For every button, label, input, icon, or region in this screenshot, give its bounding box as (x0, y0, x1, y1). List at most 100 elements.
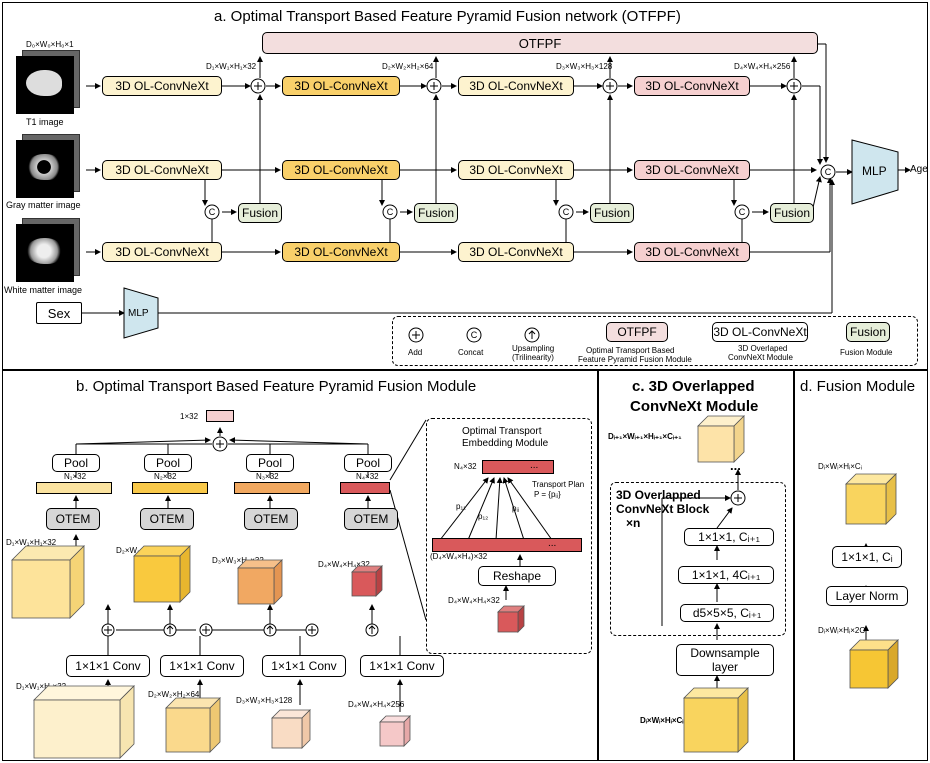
age-label: Age (910, 164, 928, 175)
panel-d-out-dim: Dᵢ×Wᵢ×Hᵢ×Cᵢ (818, 462, 862, 471)
ol-block-r3-c1: 3D OL-ConvNeXt (102, 242, 222, 262)
mlp-label: MLP (862, 164, 887, 178)
legend-ol-desc1: 3D Overlaped (738, 344, 788, 353)
panel-c-block-title-1: 3D Overlapped (616, 488, 701, 502)
conv-3: 1×1×1 Conv (262, 655, 346, 677)
otem-1: OTEM (46, 508, 100, 530)
dim-label-3: D₃×W₃×H₃×128 (556, 62, 613, 71)
otem-4: OTEM (344, 508, 398, 530)
conv-4: 1×1×1 Conv (360, 655, 444, 677)
fusion-block-4: Fusion (770, 203, 814, 223)
otem-p12: p₁₂ (478, 512, 489, 521)
dim-label-0: D₀×W₀×H₀×1 (26, 40, 74, 49)
legend-concat: Concat (458, 348, 484, 357)
panel-c-down-1: Downsample (690, 646, 760, 660)
panel-c-title-2: ConvNeXt Module (630, 398, 759, 415)
ol-block-r1-c3: 3D OL-ConvNeXt (458, 76, 574, 96)
ol-block-r2-c4: 3D OL-ConvNeXt (634, 160, 750, 180)
legend-fusion-box: Fusion (846, 322, 890, 342)
panel-b-title: b. Optimal Transport Based Feature Pyram… (76, 378, 477, 395)
pool-3: Pool (246, 454, 294, 472)
feat-vector-2 (132, 482, 208, 494)
reshape-box: Reshape (478, 566, 556, 586)
legend-upsampling-sub: (Trilinearity) (512, 353, 554, 362)
otem-p11: p₁₁ (456, 502, 466, 511)
pool-4: Pool (344, 454, 392, 472)
panel-c (598, 370, 794, 761)
panel-b (2, 370, 598, 761)
feat-dim-4: D₄×W₄×H₄×32 (318, 560, 370, 569)
gray-matter-brain-image (16, 140, 74, 198)
ol-block-r2-c2: 3D OL-ConvNeXt (282, 160, 400, 180)
dim-label-2: D₂×W₂×H₂×64 (382, 62, 434, 71)
fusion-block-3: Fusion (590, 203, 634, 223)
pool-1: Pool (52, 454, 100, 472)
panel-c-block-n: ×n (626, 516, 641, 530)
panel-c-block-box (610, 482, 786, 636)
gm-image-label: Gray matter image (6, 200, 81, 210)
panel-d-title: d. Fusion Module (800, 378, 916, 395)
legend-ol-desc2: ConvNeXt Module (728, 353, 793, 362)
ol-block-r3-c4: 3D OL-ConvNeXt (634, 242, 750, 262)
panel-c-layer-2: 1×1×1, 4Cᵢ₊₁ (678, 566, 774, 584)
panel-c-layer-3: d5×5×5, Cᵢ₊₁ (680, 604, 774, 622)
conv-2: 1×1×1 Conv (160, 655, 244, 677)
otem-pij: pᵢⱼ (512, 504, 520, 513)
legend-fusion-desc: Fusion Module (840, 348, 893, 357)
sex-input-box: Sex (36, 302, 82, 324)
otem-in-dim: D₄×W₄×H₄×32 (448, 596, 500, 605)
feat-dim-2: D₂×W₂×H₂×32 (116, 546, 168, 555)
otem-p-label: P = {pᵢⱼ} (534, 490, 561, 499)
otem-3: OTEM (244, 508, 298, 530)
otem-2: OTEM (140, 508, 194, 530)
panel-c-in-dim: Dᵢ×Wᵢ×Hᵢ×Cᵢ (640, 716, 684, 725)
panel-c-down-2: layer (711, 660, 738, 674)
otem-flat-dots: ... (548, 538, 557, 549)
n-dim-3: N₃×32 (256, 472, 279, 481)
in-dim-3: D₃×W₃×H₃×128 (236, 696, 293, 705)
dim-label-1: D₁×W₁×H₁×32 (206, 62, 257, 71)
panel-d (794, 370, 928, 761)
otem-flat-vector (432, 538, 582, 552)
n-dim-4: N₄×32 (356, 472, 379, 481)
ol-block-r1-c1: 3D OL-ConvNeXt (102, 76, 222, 96)
ol-block-r2-c3: 3D OL-ConvNeXt (458, 160, 574, 180)
legend-ol-box: 3D OL-ConvNeXt (712, 322, 808, 342)
n-dim-2: N₂×32 (154, 472, 177, 481)
feat-dim-3: D₃×W₃×H₃×32 (212, 556, 264, 565)
panel-c-dots: ... (730, 458, 741, 473)
otem-detail-box (426, 418, 592, 654)
otem-title-2: Embedding Module (462, 438, 549, 449)
panel-c-downsample: Downsample layer (676, 644, 774, 676)
wm-image-label: White matter image (4, 285, 83, 295)
legend-add: Add (408, 348, 423, 357)
feat-dim-1: D₁×W₁×H₁×32 (6, 538, 57, 547)
ol-block-r1-c2: 3D OL-ConvNeXt (282, 76, 400, 96)
panel-d-in-dim: Dᵢ×Wᵢ×Hᵢ×2Cᵢ (818, 626, 867, 635)
output-dim: 1×32 (180, 412, 199, 421)
fusion-block-2: Fusion (414, 203, 458, 223)
feat-vector-4 (340, 482, 390, 494)
panel-c-title-1: c. 3D Overlapped (632, 378, 755, 395)
ol-block-r3-c2: 3D OL-ConvNeXt (282, 242, 400, 262)
panel-d-layer: 1×1×1, Cᵢ (832, 546, 902, 568)
feat-vector-3 (234, 482, 310, 494)
otem-title-1: Optimal Transport (462, 426, 542, 437)
legend-otfpf-desc2: Feature Pyramid Fusion Module (578, 355, 692, 364)
legend-otfpf-desc1: Optimal Transport Based (586, 346, 675, 355)
otem-n-dim: N₄×32 (454, 462, 477, 471)
otfpf-bar: OTFPF (262, 32, 818, 54)
ol-block-r1-c4: 3D OL-ConvNeXt (634, 76, 750, 96)
n-dim-1: N₁×32 (64, 472, 87, 481)
conv-1: 1×1×1 Conv (66, 655, 150, 677)
t1-brain-image (16, 56, 74, 114)
in-dim-4: D₄×W₄×H₄×256 (348, 700, 405, 709)
panel-c-out-dim: Dᵢ₊₁×Wᵢ₊₁×Hᵢ₊₁×Cᵢ₊₁ (608, 432, 682, 441)
t1-image-label: T1 image (26, 117, 64, 127)
legend-otfpf-box: OTFPF (606, 322, 668, 342)
output-vector (206, 410, 234, 422)
feat-vector-1 (36, 482, 112, 494)
panel-a-title: a. Optimal Transport Based Feature Pyram… (214, 8, 681, 25)
